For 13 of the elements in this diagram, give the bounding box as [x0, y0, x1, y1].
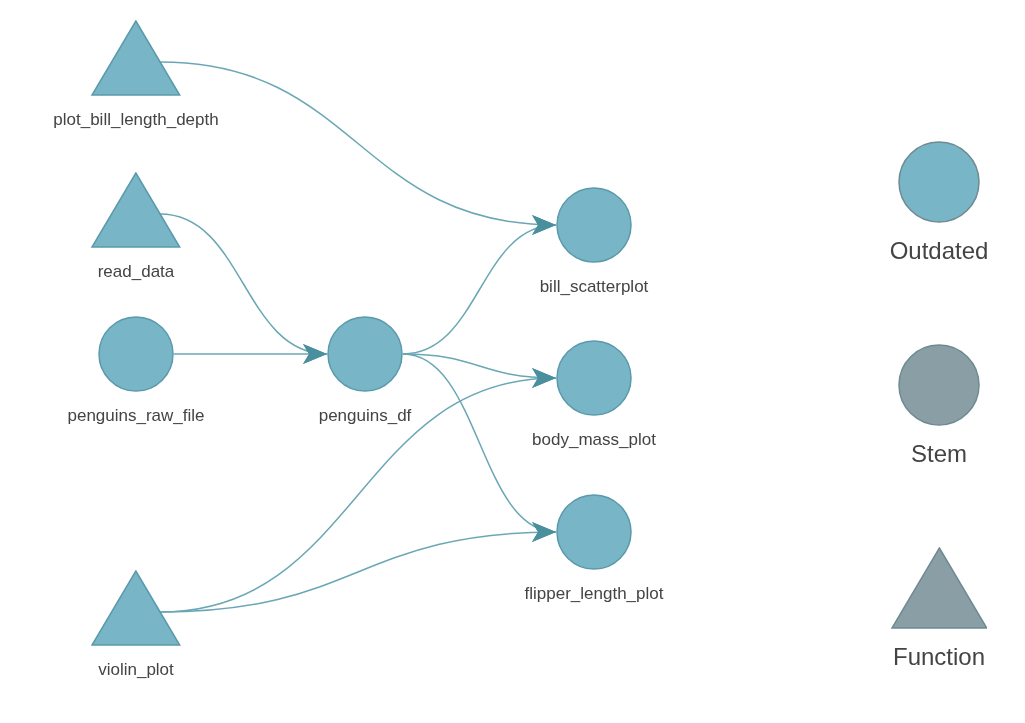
- node-label: penguins_df: [318, 406, 412, 426]
- legend-label: Function: [892, 643, 986, 671]
- arrow: [173, 344, 328, 364]
- node-label: bill_scatterplot: [539, 277, 649, 297]
- legend-label: Stem: [911, 440, 967, 468]
- node-label: read_data: [97, 262, 175, 282]
- arrow: [159, 522, 557, 613]
- node-label: penguins_raw_file: [67, 406, 205, 426]
- legend-label: Outdated: [889, 237, 989, 265]
- node-label: body_mass_plot: [532, 430, 656, 450]
- node-label: flipper_length_plot: [524, 584, 664, 604]
- node-label: violin_plot: [98, 660, 174, 680]
- node-label: plot_bill_length_depth: [53, 110, 219, 130]
